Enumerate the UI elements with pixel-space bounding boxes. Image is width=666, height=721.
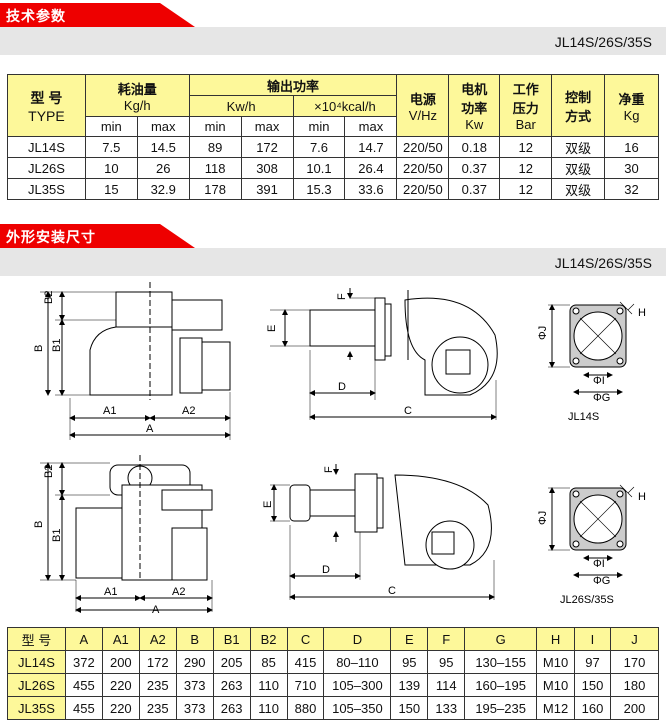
caption-jl26s-35s: JL26S/35S xyxy=(560,594,614,606)
dim-label-a2: A2 xyxy=(172,586,185,598)
model-bar xyxy=(0,248,666,276)
side-view-jl26s xyxy=(40,455,213,613)
section-title: 外形安装尺寸 xyxy=(6,230,96,246)
output-header: 输出功率 xyxy=(188,74,398,96)
dim-label-h: H xyxy=(638,491,646,503)
dim-label-a: A xyxy=(152,604,160,616)
dim-label-phii: ΦI xyxy=(593,375,605,387)
dim-label-c: C xyxy=(404,405,412,417)
control-header: 控制 方式 xyxy=(551,74,606,137)
max-label: max xyxy=(136,116,190,137)
dim-label-b2: B2 xyxy=(43,465,55,478)
min-label: min xyxy=(292,116,346,137)
dim-label-phij: ΦJ xyxy=(537,326,549,340)
dim-label-d: D xyxy=(338,381,346,393)
dim-label-b2: B2 xyxy=(43,291,55,304)
power-header: 电源 V/Hz xyxy=(396,74,450,137)
section-title-bar: 外形安装尺寸 xyxy=(0,224,195,248)
section-title: 技术参数 xyxy=(6,9,66,25)
dim-label-phii: ΦI xyxy=(593,558,605,570)
pressure-header: 工作 压力 Bar xyxy=(499,74,553,137)
section-header-dimensions: 外形安装尺寸 JL14S/26S/35S xyxy=(0,224,666,276)
dim-label-c: C xyxy=(388,585,396,597)
max-label: max xyxy=(240,116,294,137)
min-label: min xyxy=(188,116,242,137)
dim-label-phij: ΦJ xyxy=(537,511,549,525)
caption-jl14s: JL14S xyxy=(568,411,599,423)
model-list: JL14S/26S/35S xyxy=(554,255,652,271)
dim-label-phig: ΦG xyxy=(593,392,610,404)
max-label: max xyxy=(344,116,398,137)
fuel-header: 耗油量 Kg/h xyxy=(84,74,190,117)
min-label: min xyxy=(84,116,138,137)
model-list: JL14S/26S/35S xyxy=(554,34,652,50)
dim-label-b: B xyxy=(33,521,45,528)
dimension-drawings: B2 B1 B A1 A2 A E F D C ΦJ ΦI ΦG H JL14S… xyxy=(33,282,646,616)
dim-label-a1: A1 xyxy=(103,405,116,417)
dim-label-a: A xyxy=(146,423,154,435)
type-header: 型 号 TYPE xyxy=(7,74,86,137)
tech-spec-table: 型 号 TYPE 耗油量 Kg/h 输出功率 电源 V/Hz 电机 功率 Kw … xyxy=(7,74,659,200)
side-view-jl14s xyxy=(40,282,231,440)
dim-label-f: F xyxy=(336,293,348,300)
kw-header: Kw/h xyxy=(188,95,294,117)
weight-header: 净重 Kg xyxy=(604,74,659,137)
dim-label-phig: ΦG xyxy=(593,575,610,587)
dim-label-b: B xyxy=(33,345,45,352)
dim-label-b1: B1 xyxy=(51,529,63,542)
dim-label-f: F xyxy=(323,466,335,473)
kcal-header: ×10⁴kcal/h xyxy=(292,95,398,117)
model-bar xyxy=(0,27,666,55)
section-header-tech: 技术参数 JL14S/26S/35S xyxy=(0,3,666,55)
motor-header: 电机 功率 Kw xyxy=(448,74,501,137)
dim-label-d: D xyxy=(322,564,330,576)
dim-label-e: E xyxy=(266,325,278,332)
front-view-jl26s xyxy=(270,464,495,600)
section-title-bar: 技术参数 xyxy=(0,3,195,27)
dim-label-h: H xyxy=(638,307,646,319)
flange-view-jl14s xyxy=(548,301,635,395)
dim-label-a1: A1 xyxy=(104,586,117,598)
front-view-jl14s xyxy=(270,288,498,420)
flange-view-jl26s xyxy=(548,484,635,578)
dim-label-b1: B1 xyxy=(51,339,63,352)
dim-label-e: E xyxy=(262,501,274,508)
dim-label-a2: A2 xyxy=(182,405,195,417)
